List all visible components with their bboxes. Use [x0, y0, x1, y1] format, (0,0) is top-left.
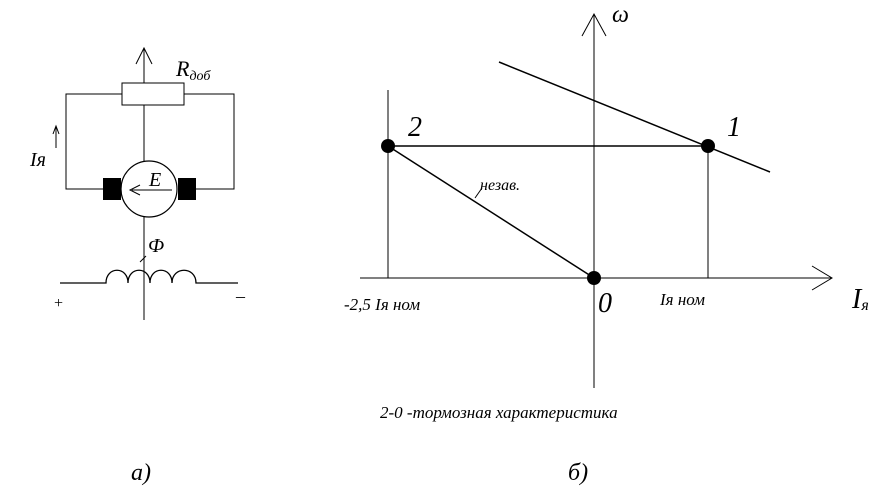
- circuit-axis-arrow: [135, 46, 153, 65]
- brush-right: [178, 178, 196, 200]
- point-0: [587, 271, 601, 285]
- point-2: [381, 139, 395, 153]
- curve-label-leader: [474, 187, 483, 199]
- x-tick-pos-label: Iя ном: [659, 290, 705, 309]
- x-tick-neg-label: -2,5 Iя ном: [344, 295, 420, 314]
- current-arrow-head: [52, 124, 60, 135]
- armature-wire-right: [184, 93, 235, 190]
- y-axis-arrow: [581, 12, 607, 37]
- braking-note: 2-0 -тормозная характеристика: [380, 403, 618, 422]
- point-0-label: 0: [598, 288, 612, 319]
- flux-leader: [139, 255, 147, 263]
- emf-arrow-head: [128, 184, 141, 196]
- field-winding: [60, 269, 238, 284]
- plus-sign: +: [53, 295, 64, 312]
- resistor-label: Rдоб: [175, 56, 211, 84]
- y-axis-label: ω: [612, 2, 629, 28]
- minus-sign: –: [235, 286, 246, 306]
- x-axis-label: Iя: [851, 284, 869, 315]
- point-1: [701, 139, 715, 153]
- caption-a: а): [131, 460, 151, 486]
- x-axis-arrow: [811, 265, 833, 291]
- current-label: Iя: [29, 149, 46, 171]
- emf-label: E: [148, 169, 161, 191]
- motor-armature: [120, 160, 178, 218]
- circuit-diagram: Rдоб Iя E Ф + – а): [29, 46, 246, 486]
- braking-characteristic-2-0: [387, 145, 595, 279]
- brush-left: [103, 178, 121, 200]
- characteristic-graph: ω Iя 1 2 0 -2,5 Iя ном Iя ном незав. 2-0…: [344, 2, 869, 486]
- armature-wire-left: [65, 93, 122, 190]
- flux-label: Ф: [148, 235, 164, 257]
- resistor-r-dob: [121, 82, 185, 106]
- point-2-label: 2: [408, 112, 422, 143]
- motor-characteristic: [498, 61, 771, 173]
- curve-label: незав.: [480, 177, 520, 194]
- point-1-label: 1: [727, 112, 741, 143]
- caption-b: б): [568, 460, 588, 486]
